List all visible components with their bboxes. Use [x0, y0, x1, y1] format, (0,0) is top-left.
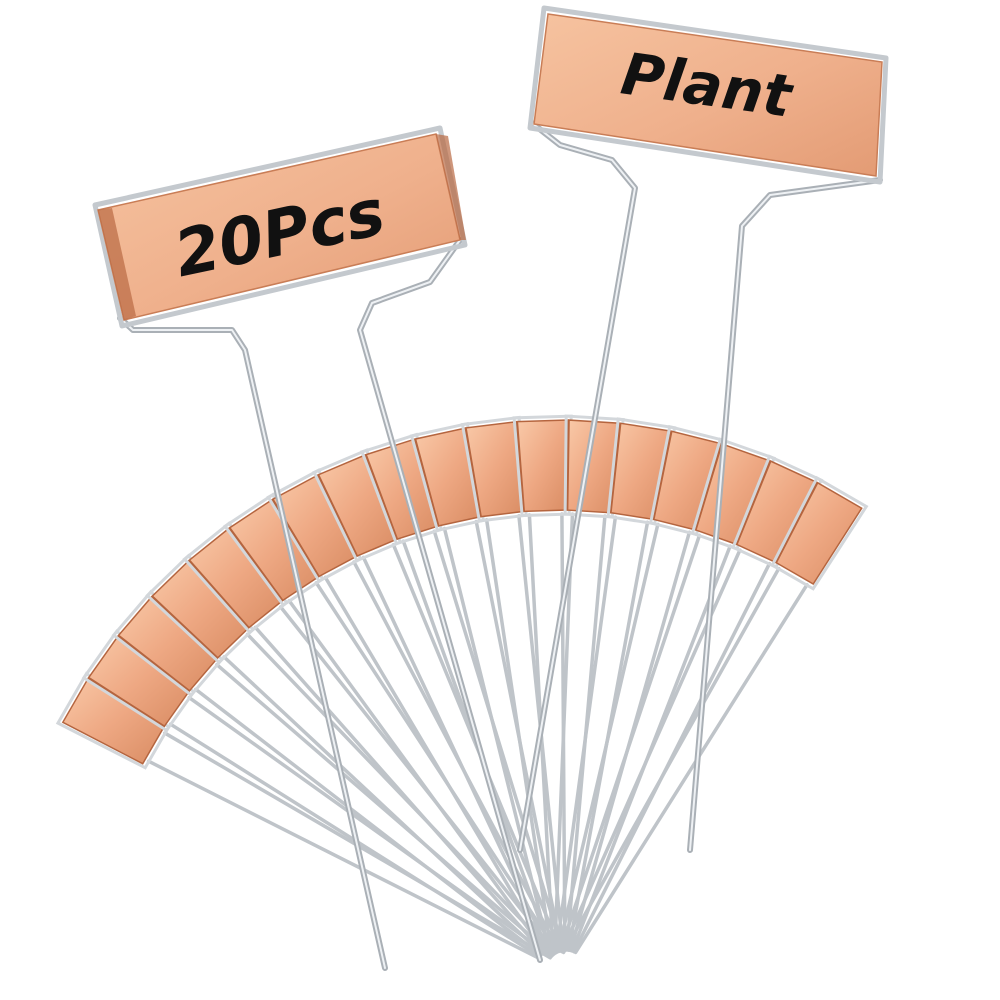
fan-marker-stake — [194, 687, 543, 957]
plant-marker: Plant — [517, 5, 889, 853]
fan-marker-stake — [573, 583, 809, 955]
fan-marker-stake — [552, 512, 575, 952]
fan-marker-stake — [558, 533, 702, 953]
fan-marker-frame — [770, 475, 869, 591]
20pcs-marker: 20Pcs — [92, 125, 543, 971]
fan-marker-stake — [323, 575, 549, 954]
fan-marker-stake — [215, 662, 555, 957]
fan-marker-plate — [271, 474, 358, 578]
fan-marker-plate — [695, 442, 771, 546]
fan-marker-stake — [554, 515, 618, 952]
fan-marker-plate — [317, 453, 398, 557]
fan-marker-stake — [484, 518, 553, 952]
fan-marker-plate — [516, 419, 569, 513]
fan-marker-plate — [117, 595, 219, 692]
fan-marker-stake — [253, 625, 546, 955]
fan-marker-plate — [414, 427, 482, 527]
marker-fan — [55, 414, 869, 960]
fan-marker-stake — [561, 566, 781, 955]
fan-marker-plate — [465, 420, 525, 518]
fan-marker-plate — [188, 527, 284, 629]
fan-marker-plate — [151, 559, 250, 659]
fan-marker-plate — [87, 634, 191, 728]
fan-marker-stake — [187, 695, 554, 959]
fan-marker-plate — [775, 481, 863, 586]
fan-marker-stake — [442, 526, 551, 953]
fan-marker-stake — [556, 522, 660, 953]
fan-marker-plate — [735, 460, 818, 564]
fan-marker-plate — [61, 677, 166, 765]
fan-marker-stake — [222, 655, 544, 956]
fan-marker-stake — [146, 759, 540, 960]
fan-marker-stake — [287, 599, 548, 954]
fan-marker-stake — [560, 548, 742, 954]
